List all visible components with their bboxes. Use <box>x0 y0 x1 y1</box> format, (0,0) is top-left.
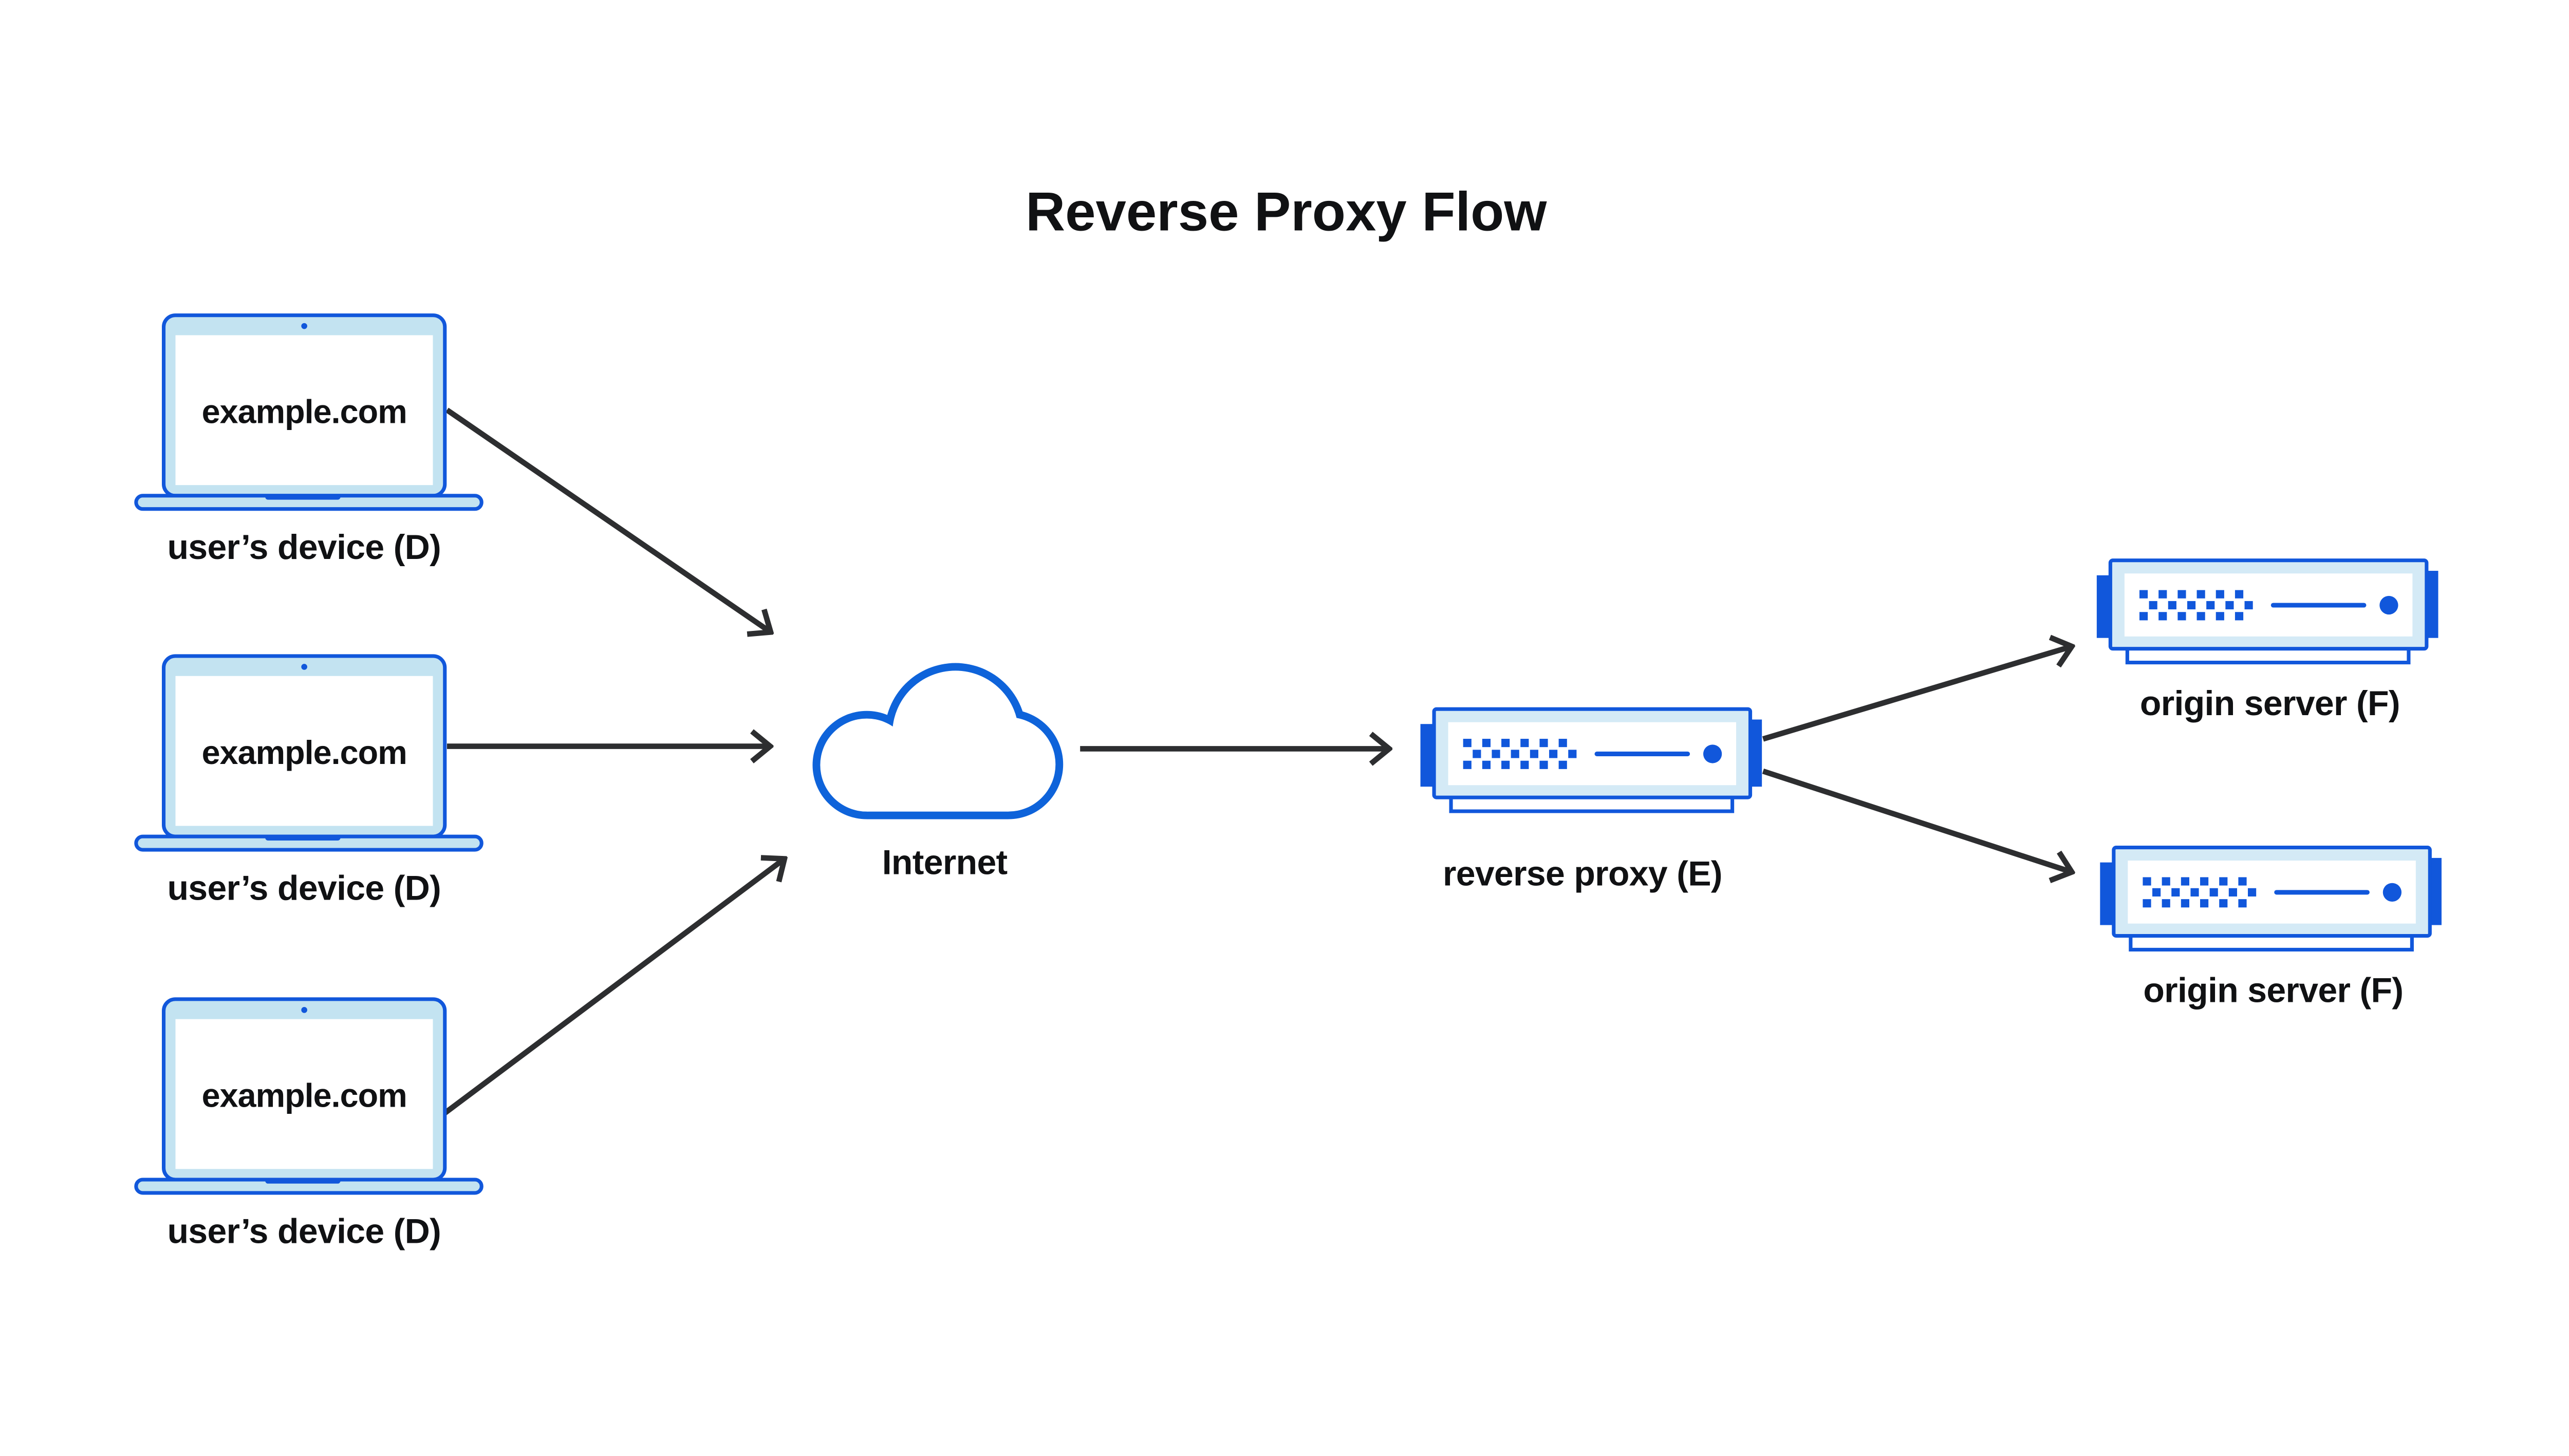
origin-server-1: origin server (F) <box>2097 561 2438 723</box>
device-screen-url: example.com <box>202 734 407 771</box>
origin-server-label: origin server (F) <box>2140 684 2400 723</box>
origin-server-label: origin server (F) <box>2143 972 2403 1010</box>
device-label: user’s device (D) <box>167 1212 441 1250</box>
arrow-device1-to-internet <box>445 407 771 632</box>
server-icon <box>2097 561 2438 663</box>
reverse-proxy-label: reverse proxy (E) <box>1443 854 1722 893</box>
internet-node: Internet <box>812 663 1064 882</box>
arrow-proxy-to-origin2 <box>1762 769 2072 872</box>
device-screen-url: example.com <box>202 1077 407 1114</box>
device-screen-url: example.com <box>202 393 407 431</box>
cloud-icon <box>812 663 1064 819</box>
internet-label: Internet <box>882 844 1008 882</box>
user-device-3: example.com user’s device (D) <box>136 999 481 1250</box>
server-icon <box>1421 709 1762 811</box>
page-title: Reverse Proxy Flow <box>1026 180 1547 242</box>
flow-arrows <box>441 407 2072 1117</box>
user-device-2: example.com user’s device (D) <box>136 656 481 907</box>
origin-server-2: origin server (F) <box>2100 848 2442 1010</box>
arrow-proxy-to-origin1 <box>1762 646 2072 742</box>
device-label: user’s device (D) <box>167 528 441 567</box>
arrow-device3-to-internet <box>441 859 785 1117</box>
user-device-1: example.com user’s device (D) <box>136 315 481 567</box>
reverse-proxy-node: reverse proxy (E) <box>1421 709 1762 893</box>
device-label: user’s device (D) <box>167 869 441 907</box>
server-icon <box>2100 848 2442 950</box>
